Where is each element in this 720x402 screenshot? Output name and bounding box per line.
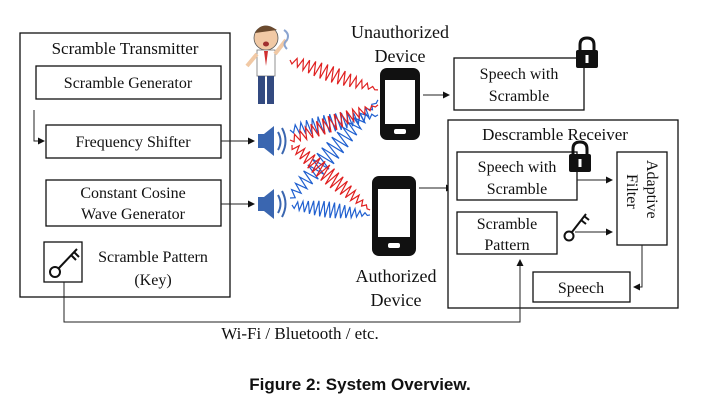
person-icon bbox=[245, 25, 289, 104]
blue-wave-to-authorized bbox=[291, 199, 371, 220]
adaptive-filter-label-1: Adaptive bbox=[643, 160, 660, 219]
red-wave-to-unauthorized bbox=[289, 56, 379, 91]
unauthorized-label-1: Unauthorized bbox=[351, 22, 449, 42]
cosine-generator-label-1: Constant Cosine bbox=[80, 185, 185, 202]
red-wave-to-authorized bbox=[291, 144, 371, 211]
speaker-icon bbox=[258, 126, 287, 156]
scramble-transmitter: Scramble Transmitter Scramble Generator … bbox=[19, 32, 255, 298]
receiver-title: Descramble Receiver bbox=[482, 125, 628, 144]
speech-output-label: Speech bbox=[558, 280, 604, 297]
unauthorized-speech-label-2: Scramble bbox=[489, 88, 549, 105]
cosine-generator-box bbox=[45, 179, 222, 227]
key-icon bbox=[43, 241, 83, 283]
adaptive-filter-box bbox=[616, 151, 668, 246]
descramble-receiver: Descramble Receiver Speech with Scramble… bbox=[447, 119, 679, 309]
filter-to-speech-arrow bbox=[633, 245, 643, 291]
receiver-input-label-1: Speech with bbox=[478, 159, 557, 176]
receiver-input-label-2: Scramble bbox=[487, 181, 547, 198]
phone-icon bbox=[372, 176, 416, 256]
scramble-generator-box bbox=[35, 65, 222, 100]
scramble-pattern-label-2: (Key) bbox=[134, 272, 171, 289]
frequency-shifter-box bbox=[45, 124, 222, 159]
lock-icon bbox=[569, 140, 591, 172]
transmitter-title: Scramble Transmitter bbox=[52, 39, 199, 58]
frequency-shifter-label: Frequency Shifter bbox=[75, 134, 191, 151]
unauthorized-label-2: Device bbox=[375, 46, 426, 66]
generator-to-shifter-arrow bbox=[33, 110, 45, 145]
scramble-generator-label: Scramble Generator bbox=[64, 75, 193, 92]
receiver-pattern-box bbox=[456, 211, 558, 255]
key-link-line bbox=[63, 259, 524, 323]
figure-caption: Figure 2: System Overview. bbox=[249, 375, 470, 394]
phone-icon bbox=[380, 68, 420, 140]
cosine-generator-label-2: Wave Generator bbox=[81, 206, 186, 223]
receiver-input-box bbox=[456, 151, 578, 201]
authorized-label-2: Device bbox=[371, 290, 422, 310]
unauthorized-speech-label-1: Speech with bbox=[480, 66, 559, 83]
unauthorized-speech-box bbox=[453, 57, 585, 111]
adaptive-filter-label-2: Filter bbox=[623, 174, 640, 209]
link-label: Wi-Fi / Bluetooth / etc. bbox=[221, 324, 379, 343]
speaker-icon bbox=[258, 189, 287, 219]
receiver-pattern-label-1: Scramble bbox=[477, 216, 537, 233]
lock-icon bbox=[576, 36, 598, 68]
signal-waves bbox=[289, 56, 379, 220]
scramble-pattern-label-1: Scramble Pattern bbox=[98, 249, 208, 266]
receiver-pattern-label-2: Pattern bbox=[484, 237, 529, 254]
key-icon bbox=[563, 213, 590, 242]
speech-output-box bbox=[532, 271, 631, 303]
blue-wave-upper bbox=[289, 99, 379, 199]
red-wave-upper bbox=[289, 104, 379, 143]
authorized-label-1: Authorized bbox=[356, 266, 437, 286]
